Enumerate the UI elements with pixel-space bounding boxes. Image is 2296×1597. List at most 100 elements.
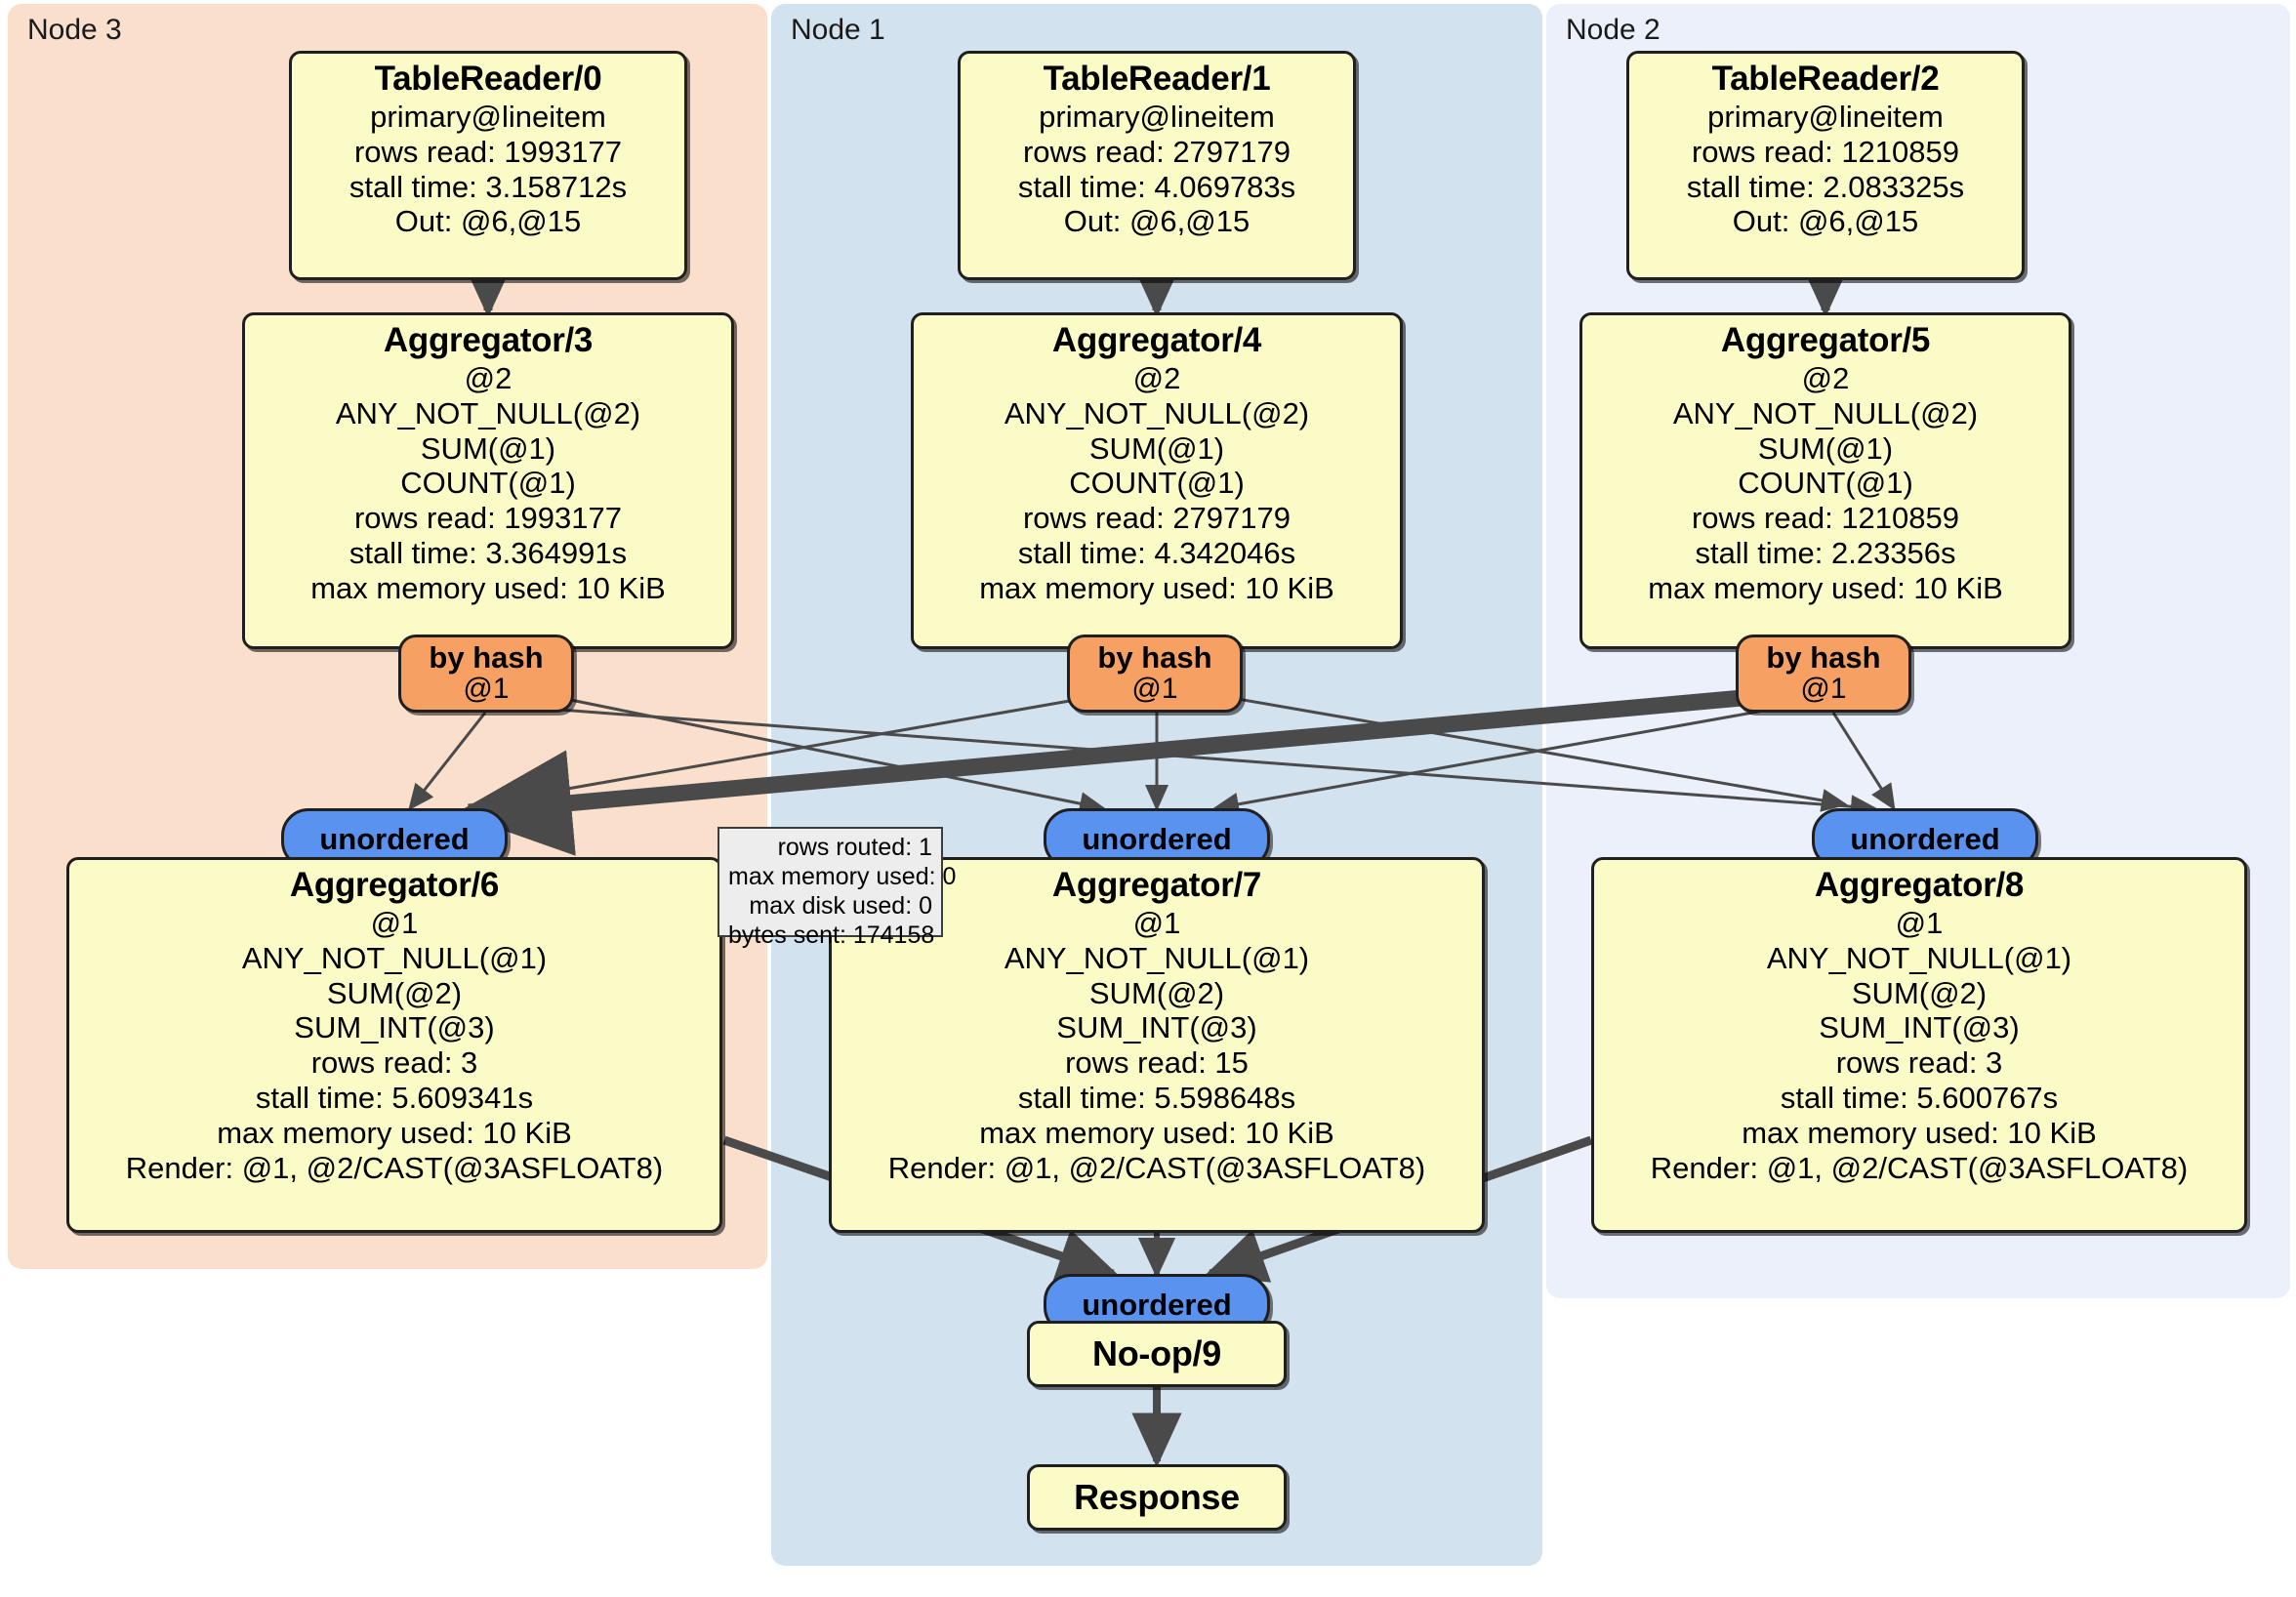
aggregator-5-rows-read: rows read: 1210859 [1691, 501, 1960, 536]
cluster-label-node3: Node 3 [27, 14, 122, 46]
aggregator-7-stall-time: stall time: 5.598648s [1017, 1081, 1296, 1116]
aggregator-4-node[interactable]: Aggregator/4 @2 ANY_NOT_NULL(@2) SUM(@1)… [911, 312, 1403, 649]
table-reader-2-title: TableReader/2 [1711, 60, 1940, 98]
aggregator-5-max-memory: max memory used: 10 KiB [1648, 571, 2003, 606]
aggregator-8-agg2: SUM(@2) [1851, 975, 1988, 1010]
aggregator-5-stall-time: stall time: 2.23356s [1695, 536, 1956, 571]
aggregator-4-max-memory: max memory used: 10 KiB [979, 571, 1334, 606]
hash-router-1-column: @1 [1131, 673, 1178, 706]
table-reader-2-table: primary@lineitem [1707, 99, 1944, 134]
table-reader-1-table: primary@lineitem [1039, 99, 1275, 134]
aggregator-8-group: @1 [1895, 905, 1944, 940]
aggregator-6-agg1: ANY_NOT_NULL(@1) [241, 940, 548, 975]
table-reader-1-rows-read: rows read: 2797179 [1022, 134, 1292, 169]
aggregator-3-agg1: ANY_NOT_NULL(@2) [335, 395, 641, 430]
table-reader-0-node[interactable]: TableReader/0 primary@lineitem rows read… [289, 51, 687, 280]
aggregator-7-group: @1 [1132, 905, 1181, 940]
hash-router-1-label: by hash [1097, 640, 1212, 675]
aggregator-6-stall-time: stall time: 5.609341s [255, 1081, 534, 1116]
aggregator-7-agg3: SUM_INT(@3) [1056, 1010, 1257, 1045]
aggregator-3-agg2: SUM(@1) [420, 430, 556, 466]
aggregator-8-title: Aggregator/8 [1814, 866, 2025, 904]
aggregator-3-rows-read: rows read: 1993177 [353, 501, 623, 536]
aggregator-8-rows-read: rows read: 3 [1835, 1045, 2003, 1081]
unordered-sync-final-label: unordered [1082, 1287, 1232, 1322]
aggregator-5-node[interactable]: Aggregator/5 @2 ANY_NOT_NULL(@2) SUM(@1)… [1579, 312, 2071, 649]
aggregator-3-agg3: COUNT(@1) [400, 466, 576, 501]
aggregator-7-title: Aggregator/7 [1051, 866, 1262, 904]
table-reader-0-rows-read: rows read: 1993177 [353, 134, 623, 169]
table-reader-1-title: TableReader/1 [1043, 60, 1271, 98]
table-reader-0-title: TableReader/0 [374, 60, 602, 98]
table-reader-2-rows-read: rows read: 1210859 [1691, 134, 1960, 169]
aggregator-8-agg3: SUM_INT(@3) [1819, 1010, 2020, 1045]
unordered-sync-0-label: unordered [319, 821, 470, 856]
aggregator-8-render: Render: @1, @2/CAST(@3ASFLOAT8) [1650, 1151, 2189, 1186]
aggregator-6-max-memory: max memory used: 10 KiB [217, 1116, 572, 1151]
response-node[interactable]: Response [1027, 1464, 1287, 1531]
aggregator-3-node[interactable]: Aggregator/3 @2 ANY_NOT_NULL(@2) SUM(@1)… [242, 312, 734, 649]
aggregator-4-agg3: COUNT(@1) [1069, 466, 1245, 501]
cluster-label-node2: Node 2 [1566, 14, 1660, 46]
stats-rows-routed: rows routed: 1 [777, 834, 932, 861]
aggregator-6-title: Aggregator/6 [289, 866, 500, 904]
table-reader-1-stall-time: stall time: 4.069783s [1017, 169, 1296, 204]
aggregator-5-agg1: ANY_NOT_NULL(@2) [1672, 395, 1979, 430]
stats-bytes-sent: bytes sent: 174158 [728, 921, 935, 949]
aggregator-6-rows-read: rows read: 3 [310, 1045, 478, 1081]
table-reader-2-node[interactable]: TableReader/2 primary@lineitem rows read… [1626, 51, 2025, 280]
aggregator-4-rows-read: rows read: 2797179 [1022, 501, 1292, 536]
table-reader-2-out: Out: @6,@15 [1732, 204, 1919, 239]
aggregator-6-render: Render: @1, @2/CAST(@3ASFLOAT8) [125, 1151, 664, 1186]
aggregator-3-group: @2 [464, 360, 512, 395]
aggregator-6-group: @1 [370, 905, 419, 940]
aggregator-6-agg2: SUM(@2) [326, 975, 463, 1010]
response-title: Response [1074, 1477, 1240, 1518]
aggregator-3-max-memory: max memory used: 10 KiB [310, 571, 666, 606]
aggregator-5-agg2: SUM(@1) [1757, 430, 1894, 466]
hash-router-2[interactable]: by hash @1 [1736, 635, 1911, 713]
hash-router-2-column: @1 [1800, 673, 1847, 706]
aggregator-6-node[interactable]: Aggregator/6 @1 ANY_NOT_NULL(@1) SUM(@2)… [66, 857, 722, 1233]
unordered-sync-2[interactable]: unordered [1812, 808, 2038, 869]
aggregator-7-render: Render: @1, @2/CAST(@3ASFLOAT8) [887, 1151, 1426, 1186]
stats-max-disk-used: max disk used: 0 [749, 892, 932, 920]
table-reader-1-out: Out: @6,@15 [1063, 204, 1250, 239]
hash-router-2-label: by hash [1766, 640, 1881, 675]
hash-router-0-column: @1 [463, 673, 510, 706]
aggregator-4-group: @2 [1132, 360, 1181, 395]
aggregator-6-agg3: SUM_INT(@3) [294, 1010, 495, 1045]
noop-9-title: No-op/9 [1092, 1333, 1221, 1374]
aggregator-4-stall-time: stall time: 4.342046s [1017, 536, 1296, 571]
aggregator-8-stall-time: stall time: 5.600767s [1780, 1081, 2059, 1116]
cluster-label-node1: Node 1 [791, 14, 885, 46]
table-reader-0-stall-time: stall time: 3.158712s [348, 169, 628, 204]
hash-router-0[interactable]: by hash @1 [398, 635, 574, 713]
stats-max-memory-used: max memory used: 0 [728, 863, 957, 890]
aggregator-7-agg1: ANY_NOT_NULL(@1) [1004, 940, 1310, 975]
noop-9-node[interactable]: No-op/9 [1027, 1321, 1287, 1387]
table-reader-0-table: primary@lineitem [370, 99, 606, 134]
edge-stats-tooltip: rows routed: 1 max memory used: 0 max di… [718, 827, 957, 949]
aggregator-7-rows-read: rows read: 15 [1065, 1045, 1249, 1081]
aggregator-4-agg2: SUM(@1) [1088, 430, 1225, 466]
aggregator-8-node[interactable]: Aggregator/8 @1 ANY_NOT_NULL(@1) SUM(@2)… [1591, 857, 2247, 1233]
hash-router-0-label: by hash [429, 640, 544, 675]
aggregator-7-max-memory: max memory used: 10 KiB [979, 1116, 1334, 1151]
aggregator-8-agg1: ANY_NOT_NULL(@1) [1766, 940, 2072, 975]
unordered-sync-1-label: unordered [1082, 821, 1232, 856]
aggregator-7-agg2: SUM(@2) [1088, 975, 1225, 1010]
unordered-sync-2-label: unordered [1850, 821, 2000, 856]
hash-router-1[interactable]: by hash @1 [1067, 635, 1243, 713]
aggregator-8-max-memory: max memory used: 10 KiB [1742, 1116, 2097, 1151]
table-reader-1-node[interactable]: TableReader/1 primary@lineitem rows read… [958, 51, 1356, 280]
aggregator-3-stall-time: stall time: 3.364991s [348, 536, 628, 571]
aggregator-4-title: Aggregator/4 [1051, 321, 1262, 359]
aggregator-4-agg1: ANY_NOT_NULL(@2) [1004, 395, 1310, 430]
aggregator-5-agg3: COUNT(@1) [1738, 466, 1913, 501]
table-reader-0-out: Out: @6,@15 [394, 204, 582, 239]
aggregator-5-group: @2 [1801, 360, 1850, 395]
aggregator-7-node[interactable]: Aggregator/7 @1 ANY_NOT_NULL(@1) SUM(@2)… [829, 857, 1485, 1233]
aggregator-3-title: Aggregator/3 [383, 321, 594, 359]
